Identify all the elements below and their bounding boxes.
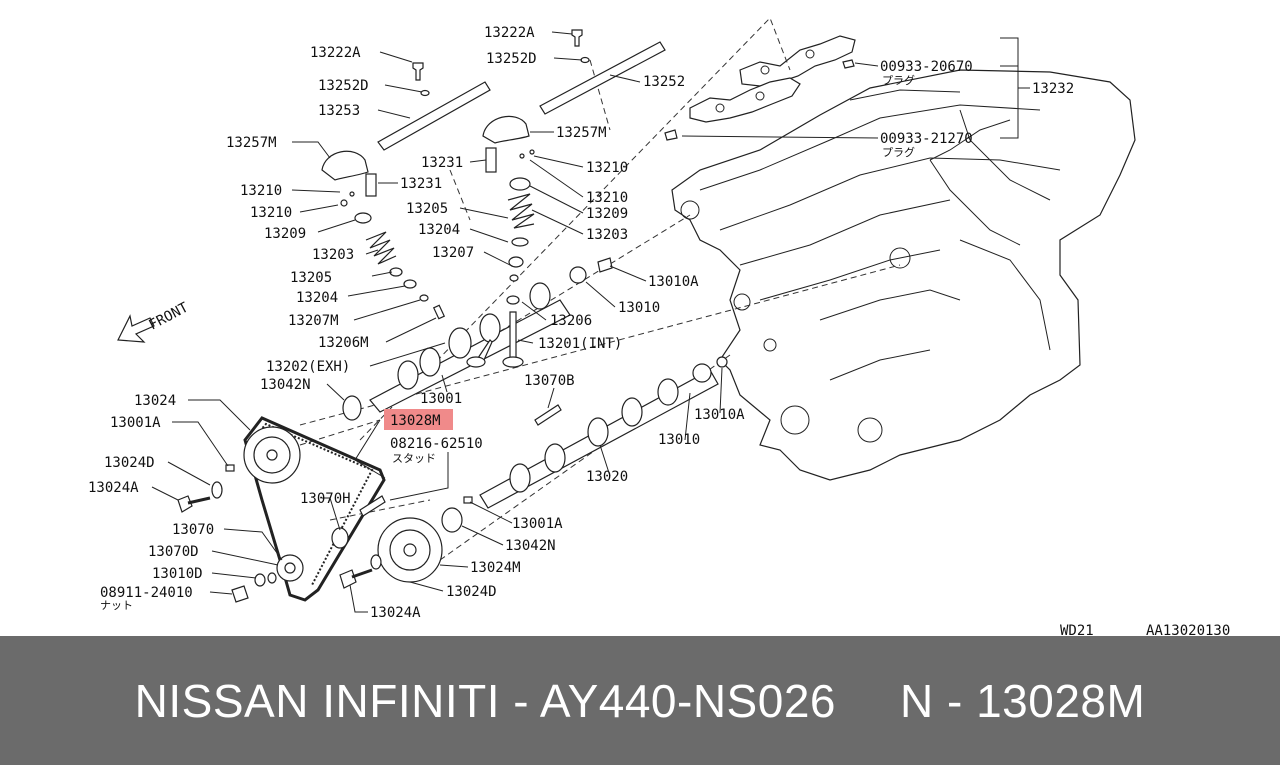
label-13042N[interactable]: 13042N xyxy=(260,377,311,393)
footer-text: NISSAN INFINITI - AY440-NS026 N - 13028M xyxy=(0,636,1280,765)
footer-banner: NISSAN INFINITI - AY440-NS026 N - 13028M xyxy=(0,636,1280,765)
label-13206M[interactable]: 13206M xyxy=(318,335,369,351)
kana-plug: プラグ xyxy=(882,145,915,159)
label-13210[interactable]: 13210 xyxy=(586,160,628,176)
parts-diagram: FRONT xyxy=(88,17,1231,636)
label-13070H[interactable]: 13070H xyxy=(300,491,351,507)
label-13024A[interactable]: 13024A xyxy=(370,605,421,621)
label-13210[interactable]: 13210 xyxy=(250,205,292,221)
label-13042N[interactable]: 13042N xyxy=(505,538,556,554)
label-13024D[interactable]: 13024D xyxy=(446,584,497,600)
label-13020[interactable]: 13020 xyxy=(586,469,628,485)
label-13257M[interactable]: 13257M xyxy=(226,135,277,151)
label-13252D[interactable]: 13252D xyxy=(318,78,369,94)
exploded-view-drawing: FRONT xyxy=(88,17,1230,636)
kana-stud: スタッド xyxy=(392,452,436,465)
label-13010D[interactable]: 13010D xyxy=(152,566,203,582)
label-08911-24010[interactable]: 08911-24010 xyxy=(100,585,193,601)
label-13028M[interactable]: 13028M xyxy=(390,413,441,429)
timing-belt-assembly xyxy=(177,416,473,603)
label-13209[interactable]: 13209 xyxy=(586,206,628,222)
footer-part-number: N - 13028M xyxy=(899,674,1146,727)
label-13010A[interactable]: 13010A xyxy=(648,274,699,290)
label-00933-21270[interactable]: 00933-21270 xyxy=(880,131,973,147)
label-13010[interactable]: 13010 xyxy=(618,300,660,316)
label-13024D[interactable]: 13024D xyxy=(104,455,155,471)
label-13024A[interactable]: 13024A xyxy=(88,480,139,496)
label-13010A[interactable]: 13010A xyxy=(694,407,745,423)
exh-valvetrain xyxy=(321,62,571,421)
label-13202-exh[interactable]: 13202(EXH) xyxy=(266,359,350,375)
label-13204[interactable]: 13204 xyxy=(418,222,460,238)
footer-catalog-ref: NISSAN INFINITI - AY440-NS026 xyxy=(134,674,836,727)
label-13001A[interactable]: 13001A xyxy=(512,516,563,532)
label-00933-20670[interactable]: 00933-20670 xyxy=(880,59,973,75)
diagram-code-aa: AA13020130 xyxy=(1146,623,1230,636)
label-13024M[interactable]: 13024M xyxy=(470,560,521,576)
int-valvetrain xyxy=(479,29,728,509)
label-13222A[interactable]: 13222A xyxy=(484,25,535,41)
label-13205[interactable]: 13205 xyxy=(290,270,332,286)
diagram-code-wd: WD21 xyxy=(1060,623,1094,636)
label-13222A[interactable]: 13222A xyxy=(310,45,361,61)
label-13231[interactable]: 13231 xyxy=(421,155,463,171)
label-13253[interactable]: 13253 xyxy=(318,103,360,119)
front-arrow xyxy=(117,314,155,343)
label-13203[interactable]: 13203 xyxy=(312,247,354,263)
label-13070B[interactable]: 13070B xyxy=(524,373,575,389)
part-labels: 13222A 13252D 13253 13257M 13210 13231 1… xyxy=(88,25,1230,636)
leader-lines xyxy=(151,31,1030,613)
kana-nut: ナット xyxy=(100,599,133,612)
label-13205[interactable]: 13205 xyxy=(406,201,448,217)
label-13252[interactable]: 13252 xyxy=(643,74,685,90)
label-13010[interactable]: 13010 xyxy=(658,432,700,448)
label-13252D[interactable]: 13252D xyxy=(486,51,537,67)
front-label: FRONT xyxy=(146,299,191,333)
label-13070D[interactable]: 13070D xyxy=(148,544,199,560)
label-08216-62510[interactable]: 08216-62510 xyxy=(390,436,483,452)
label-13024[interactable]: 13024 xyxy=(134,393,176,409)
label-13204[interactable]: 13204 xyxy=(296,290,338,306)
label-13210[interactable]: 13210 xyxy=(586,190,628,206)
kana-plug: プラグ xyxy=(882,73,915,87)
label-13001[interactable]: 13001 xyxy=(420,391,462,407)
label-13209[interactable]: 13209 xyxy=(264,226,306,242)
label-13206[interactable]: 13206 xyxy=(550,313,592,329)
engine-block xyxy=(671,69,1136,481)
label-13070[interactable]: 13070 xyxy=(172,522,214,538)
label-13207[interactable]: 13207 xyxy=(432,245,474,261)
label-13001A[interactable]: 13001A xyxy=(110,415,161,431)
label-13207M[interactable]: 13207M xyxy=(288,313,339,329)
label-13203[interactable]: 13203 xyxy=(586,227,628,243)
highlight-box xyxy=(384,409,453,430)
label-13232[interactable]: 13232 xyxy=(1032,81,1074,97)
label-13201-int[interactable]: 13201(INT) xyxy=(538,336,622,352)
label-13210[interactable]: 13210 xyxy=(240,183,282,199)
label-13257M[interactable]: 13257M xyxy=(556,125,607,141)
label-13231[interactable]: 13231 xyxy=(400,176,442,192)
